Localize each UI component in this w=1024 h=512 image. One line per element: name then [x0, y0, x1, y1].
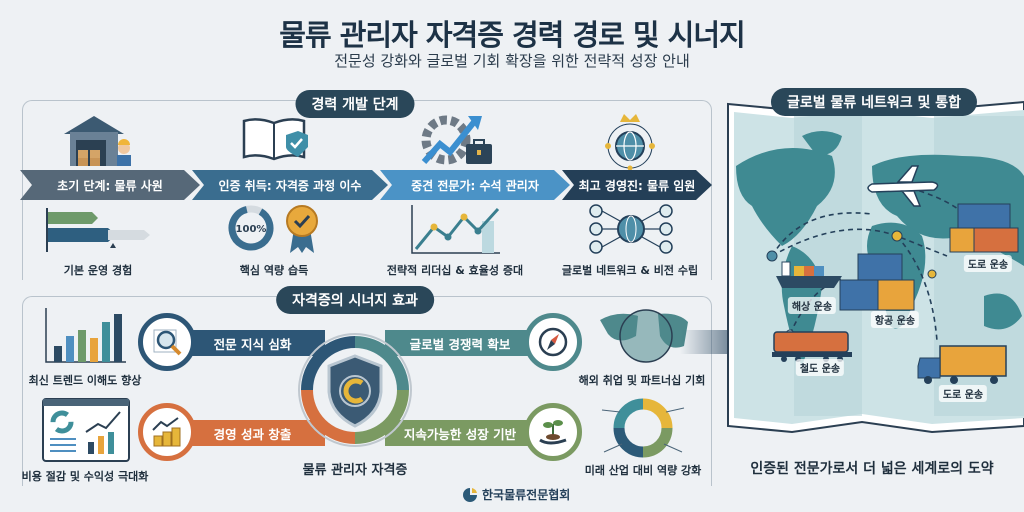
coins-growth-icon [138, 403, 196, 461]
mode-road: 도로 운송 [938, 385, 988, 402]
progress-ring-icon: 100% [228, 205, 274, 251]
side-caption: 해외 취업 및 파트너십 기회 [578, 374, 706, 387]
organization-logo-icon [463, 487, 477, 502]
organization-name: 한국물류전문협회 [482, 488, 571, 502]
mode-road: 도로 운송 [963, 255, 1013, 272]
mode-air: 항공 운송 [870, 311, 920, 328]
compass-icon [524, 313, 582, 371]
progress-value: 100% [236, 224, 267, 235]
containers-icon [839, 253, 915, 311]
ship-icon [776, 261, 842, 288]
experience-bar-icon [46, 208, 150, 252]
arrow-label: 글로벌 경쟁력 확보 [409, 336, 511, 352]
stage-label: 중견 전문가: 수석 관리자 [411, 178, 539, 193]
synergy-section-heading: 자격증의 시너지 효과 [276, 286, 434, 314]
book-shield-icon [242, 118, 308, 161]
stage-caption: 기본 운영 경험 [63, 264, 133, 277]
stage-entry-level: 초기 단계: 물류 사원 [20, 170, 200, 200]
dashboard-icon [42, 398, 130, 462]
side-caption: 비용 절감 및 수익성 극대화 [21, 470, 149, 483]
map-heading: 글로벌 물류 네트워크 및 통합 [770, 88, 978, 116]
mode-rail: 철도 운송 [795, 359, 845, 376]
certificate-shield-icon [298, 333, 412, 447]
stage-mid-level: 중견 전문가: 수석 관리자 [380, 170, 570, 200]
stage-label: 인증 취득: 자격증 과정 이수 [218, 178, 362, 193]
containers-stack-icon [949, 203, 1019, 253]
mode-sea: 해상 운송 [787, 297, 837, 314]
side-caption: 최신 트렌드 이해도 향상 [28, 374, 142, 387]
globe-crown-icon [605, 114, 655, 170]
stage-caption: 글로벌 네트워크 & 비전 수립 [561, 264, 699, 277]
page-subtitle: 전문성 강화와 글로벌 기회 확장을 위한 전략적 성장 안내 [334, 52, 690, 70]
arrow-label: 지속가능한 성장 기반 [403, 426, 517, 442]
analysis-magnifier-icon [138, 313, 196, 371]
stage-label: 초기 단계: 물류 사원 [57, 178, 163, 193]
arrow-label: 경영 성과 창출 [213, 426, 292, 442]
organization-logo: 한국물류전문협회 [462, 486, 570, 503]
truck-icon [917, 345, 1007, 384]
cycle-ring-icon [601, 398, 685, 458]
world-globe-icon [600, 309, 688, 363]
plant-hand-icon [524, 403, 582, 461]
page-title: 물류 관리자 자격증 경력 경로 및 시너지 [279, 18, 745, 52]
map-tagline: 인증된 전문가로서 더 넓은 세계로의 도약 [750, 461, 994, 477]
network-globe-icon [589, 204, 673, 254]
stage-certification: 인증 취득: 자격증 과정 이수 [192, 170, 388, 200]
gear-growth-briefcase-icon [421, 115, 492, 165]
stage-caption: 전략적 리더십 & 효율성 증대 [386, 264, 524, 277]
career-section-heading: 경력 개발 단계 [295, 90, 415, 118]
bar-chart-icon [45, 308, 126, 363]
side-caption: 미래 산업 대비 역량 강화 [584, 464, 702, 477]
stage-caption: 핵심 역량 습득 [239, 264, 309, 277]
stage-label: 최고 경영진: 물류 임원 [578, 178, 696, 193]
airplane-icon [867, 165, 939, 207]
arrow-label: 전문 지식 심화 [213, 336, 292, 352]
growth-line-chart-icon [411, 205, 500, 254]
award-badge-icon [286, 205, 318, 253]
stage-executive: 최고 경영진: 물류 임원 [562, 170, 712, 200]
warehouse-worker-icon [64, 116, 131, 166]
certificate-label: 물류 관리자 자격증 [302, 463, 408, 478]
